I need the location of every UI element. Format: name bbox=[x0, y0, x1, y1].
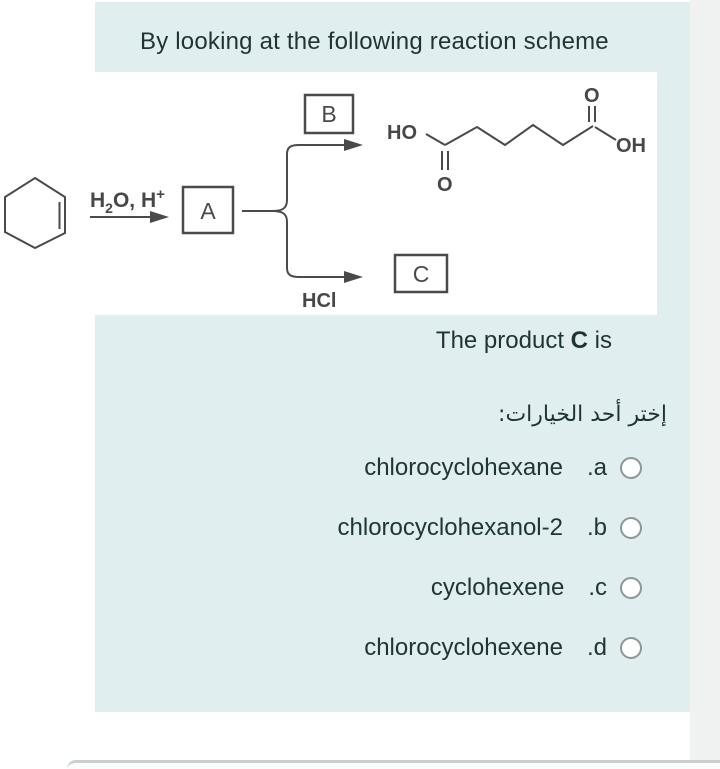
radio-option-b[interactable] bbox=[620, 517, 642, 539]
option-b-letter: .b bbox=[586, 514, 607, 541]
product-a-box bbox=[181, 185, 235, 235]
option-c-letter: .c bbox=[588, 574, 607, 601]
radio-option-d[interactable] bbox=[620, 637, 642, 659]
hcl-label: HCl bbox=[302, 290, 336, 312]
option-c-text: cyclohexene bbox=[430, 574, 565, 601]
branch-lines bbox=[242, 144, 346, 278]
cyclohexene-structure bbox=[4, 176, 66, 250]
reaction-arrow bbox=[90, 211, 169, 223]
reaction-scheme-svg: H2O, H+ A B C HCl bbox=[4, 85, 646, 312]
option-a-letter: .a bbox=[586, 454, 607, 481]
acid-o-bottom-label: O bbox=[437, 174, 453, 196]
option-row-a[interactable]: chlorocyclohexane .a bbox=[364, 453, 642, 483]
question-product-letter: C bbox=[570, 327, 588, 354]
radio-option-a[interactable] bbox=[620, 457, 642, 479]
page-right-gutter bbox=[690, 0, 720, 769]
choose-option-prompt: إختر أحد الخيارات: bbox=[498, 402, 667, 427]
adipic-acid-structure bbox=[425, 106, 617, 170]
option-d-text: chlorocyclohexene bbox=[364, 634, 563, 661]
product-b-label: B bbox=[321, 101, 336, 127]
branch-arrowhead-top bbox=[344, 139, 363, 151]
branch-arrowhead-bottom bbox=[344, 271, 363, 283]
radio-option-c[interactable] bbox=[620, 577, 642, 599]
question-text-suffix: is bbox=[588, 327, 612, 354]
question-text-prefix: The product bbox=[435, 327, 571, 354]
acid-o-top-label: O bbox=[584, 85, 600, 107]
product-c-label: C bbox=[413, 261, 430, 287]
option-b-text: chlorocyclohexanol-2 bbox=[337, 514, 563, 541]
option-a-text: chlorocyclohexane bbox=[364, 454, 563, 481]
next-card-top-edge bbox=[67, 760, 720, 769]
product-c-box bbox=[393, 253, 449, 294]
option-d-letter: .d bbox=[586, 634, 607, 661]
question-title: By looking at the following reaction sch… bbox=[140, 28, 609, 55]
option-row-d[interactable]: chlorocyclohexene .d bbox=[364, 633, 642, 663]
option-row-b[interactable]: chlorocyclohexanol-2 .b bbox=[338, 513, 642, 543]
option-row-c[interactable]: cyclohexene .c bbox=[431, 573, 642, 603]
reaction-scheme-image: H2O, H+ A B C HCl bbox=[0, 72, 657, 315]
reagent-label: H2O, H+ bbox=[90, 186, 165, 216]
acid-oh-label: OH bbox=[616, 135, 646, 157]
question-text: The product C is bbox=[436, 327, 612, 355]
acid-ho-label: HO bbox=[387, 122, 417, 144]
product-b-box bbox=[303, 93, 355, 135]
product-a-label: A bbox=[200, 198, 216, 224]
